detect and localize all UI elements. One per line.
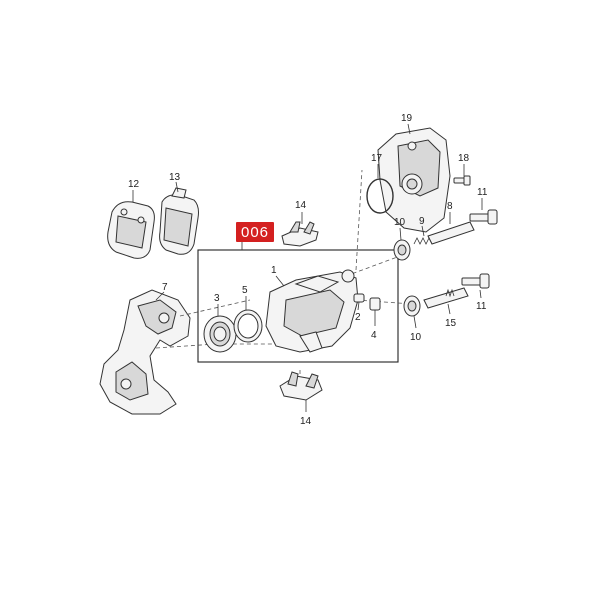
callout-13: 13 bbox=[169, 172, 181, 183]
callout-9: 9 bbox=[419, 216, 425, 227]
callout-10-bottom: 10 bbox=[410, 332, 422, 343]
callout-2: 2 bbox=[355, 312, 361, 323]
highlight-label-text: 006 bbox=[241, 224, 269, 241]
part-2-bleeder-screw[interactable] bbox=[353, 293, 365, 311]
part-12-brake-pad[interactable] bbox=[107, 201, 155, 259]
callout-14-bottom: 14 bbox=[300, 416, 312, 427]
callout-12: 12 bbox=[128, 179, 140, 190]
part-14-clip-bottom[interactable] bbox=[279, 371, 323, 401]
callout-8: 8 bbox=[447, 201, 453, 212]
part-11-bolt-lower[interactable] bbox=[461, 273, 490, 289]
callout-14-top: 14 bbox=[295, 200, 307, 211]
part-18-screw[interactable] bbox=[453, 175, 471, 186]
part-1-caliper-body[interactable] bbox=[265, 269, 359, 353]
part-17-o-ring[interactable] bbox=[366, 178, 394, 214]
callout-18: 18 bbox=[458, 153, 470, 164]
part-19-actuator-motor[interactable] bbox=[377, 127, 451, 233]
callout-11-bottom: 11 bbox=[476, 301, 487, 312]
callout-10-top: 10 bbox=[394, 217, 406, 228]
part-7-caliper-bracket[interactable] bbox=[99, 289, 191, 415]
callout-3: 3 bbox=[214, 293, 220, 304]
callout-1: 1 bbox=[271, 265, 277, 276]
part-15-guide-pin[interactable] bbox=[423, 287, 469, 309]
callout-5: 5 bbox=[242, 285, 248, 296]
part-3-piston-boot[interactable] bbox=[203, 315, 237, 353]
part-10-nut-upper[interactable] bbox=[393, 239, 411, 261]
highlight-label[interactable]: 006 bbox=[236, 222, 274, 242]
part-5-seal-ring[interactable] bbox=[233, 309, 263, 343]
part-14-clip-top[interactable] bbox=[281, 221, 319, 247]
callout-7: 7 bbox=[162, 282, 168, 293]
caliper-assembly-frame bbox=[197, 249, 399, 363]
callout-11-top: 11 bbox=[477, 187, 488, 198]
callout-17: 17 bbox=[371, 153, 383, 164]
part-11-bolt-upper[interactable] bbox=[469, 209, 498, 225]
part-4-cap[interactable] bbox=[369, 297, 381, 326]
callout-15: 15 bbox=[445, 318, 457, 329]
callout-19: 19 bbox=[401, 113, 413, 124]
part-9-spring[interactable] bbox=[413, 237, 433, 245]
part-13-brake-pad[interactable] bbox=[159, 187, 199, 255]
callout-4: 4 bbox=[371, 330, 377, 341]
part-10-nut-lower[interactable] bbox=[403, 295, 421, 317]
